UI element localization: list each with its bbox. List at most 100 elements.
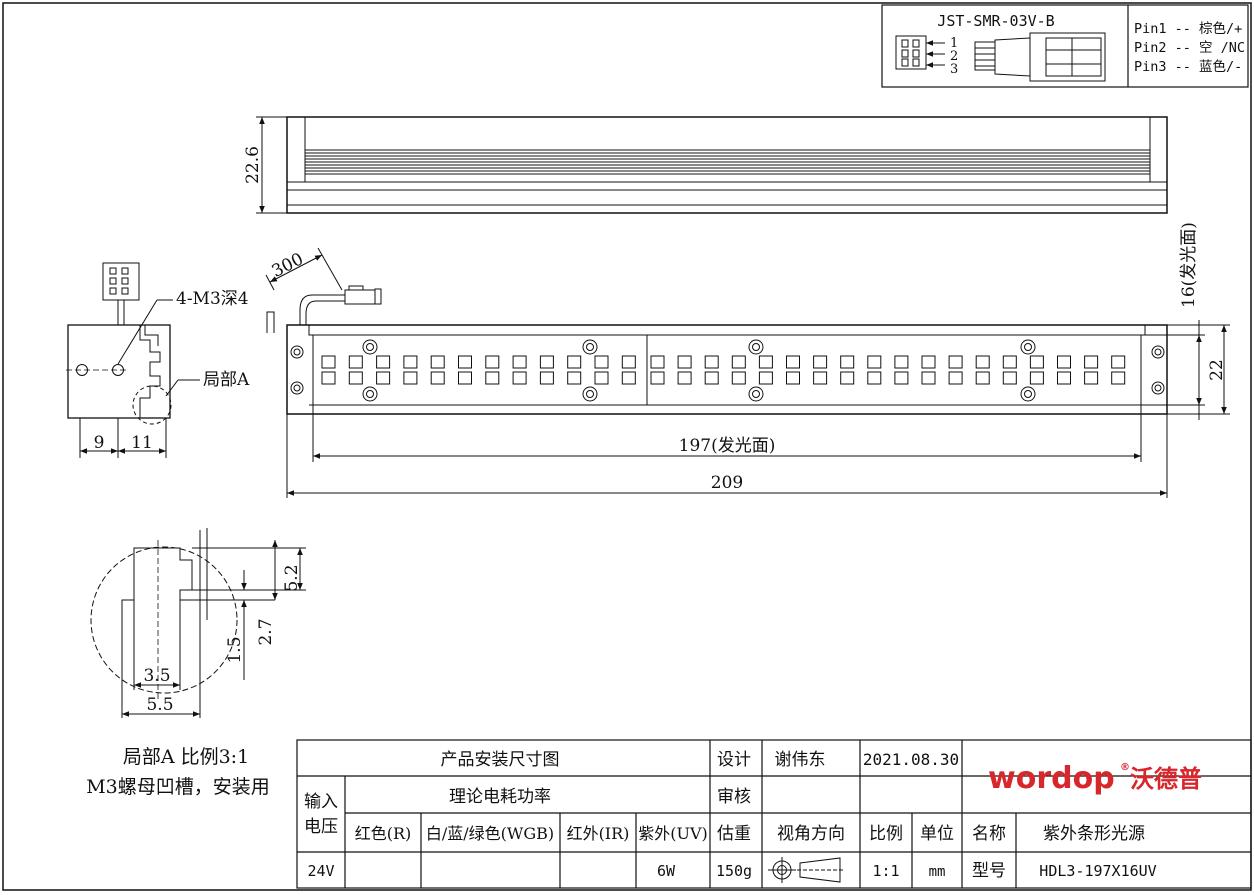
tb-view-label: 视角方向 xyxy=(777,824,845,844)
led-chip xyxy=(430,355,445,369)
tb-design-label: 设计 xyxy=(717,750,751,770)
led-chip xyxy=(1029,355,1044,369)
tb-model-value: HDL3-197X16UV xyxy=(1039,862,1156,880)
led-chip xyxy=(594,371,609,385)
led-chip xyxy=(786,371,800,385)
led-chip xyxy=(348,371,363,385)
led-chip xyxy=(403,371,418,385)
front-view xyxy=(266,285,1168,415)
thread-label: 4-M3深4 xyxy=(176,289,249,309)
connector-face-icon xyxy=(895,35,945,70)
led-chip xyxy=(650,371,665,385)
tb-scale-label: 比例 xyxy=(869,824,903,844)
led-chip xyxy=(1111,355,1126,369)
tb-designer: 谢伟东 xyxy=(775,750,826,770)
end-view xyxy=(66,262,200,425)
led-chip xyxy=(512,371,527,385)
tb-voltage-label-1: 输入 xyxy=(304,792,338,812)
tb-unit-label: 单位 xyxy=(920,824,954,844)
led-chip xyxy=(758,371,773,385)
detail-callout-label: 局部A xyxy=(203,370,250,390)
tb-col-red: 红色(R) xyxy=(355,824,412,843)
dim-hole-b-label: 11 xyxy=(131,433,153,453)
led-chip xyxy=(894,371,909,385)
dim-lengths xyxy=(286,405,1168,498)
pin-3-desc: Pin3 -- 蓝色/- xyxy=(1134,58,1242,75)
dim-emit-height-label: 16(发光面) xyxy=(1179,222,1199,308)
led-chip xyxy=(975,371,990,385)
tb-uv-power: 6W xyxy=(657,862,676,880)
dim-right-heights xyxy=(1145,320,1230,420)
side-view xyxy=(286,116,1168,214)
dim-detail-h2: 2.7 xyxy=(256,618,276,645)
led-chip xyxy=(1002,371,1017,385)
led-chip xyxy=(731,355,746,369)
led-chip xyxy=(975,355,990,369)
tb-name-label: 名称 xyxy=(972,824,1006,844)
led-chip xyxy=(376,355,391,369)
detail-note-line1: 局部A 比例3:1 xyxy=(123,746,249,768)
led-chip xyxy=(567,355,582,369)
led-chip xyxy=(485,371,500,385)
led-chip xyxy=(430,371,445,385)
led-chip xyxy=(867,355,882,369)
title-block xyxy=(296,739,1252,889)
dim-total-length-label: 209 xyxy=(711,473,743,493)
led-chip xyxy=(921,355,936,369)
led-chip xyxy=(1084,371,1099,385)
tb-col-ir: 红外(IR) xyxy=(567,824,630,843)
connector-box: JST-SMR-03V-B 1 2 3 xyxy=(881,4,1249,88)
led-chip xyxy=(677,371,692,385)
dim-cable-label: 300 xyxy=(269,249,307,282)
tb-date: 2021.08.30 xyxy=(863,750,959,769)
led-chip xyxy=(376,371,391,385)
tb-voltage-label-2: 电压 xyxy=(304,817,338,837)
led-chip xyxy=(677,355,692,369)
tb-power-label: 理论电耗功率 xyxy=(449,787,551,807)
tb-model-label: 型号 xyxy=(972,861,1006,881)
led-chip xyxy=(813,371,828,385)
led-chip xyxy=(840,371,855,385)
tb-voltage-value: 24V xyxy=(307,862,334,880)
led-chip xyxy=(1111,371,1126,385)
brand-registered: ® xyxy=(1120,762,1130,773)
pin-number-3: 3 xyxy=(950,62,958,77)
led-chip xyxy=(539,371,554,385)
connector-plug-icon xyxy=(974,32,1106,82)
tb-review-label: 审核 xyxy=(717,787,751,807)
led-chip xyxy=(1084,355,1099,369)
led-chip xyxy=(786,355,800,369)
led-chip xyxy=(1057,371,1071,385)
tb-unit-value: mm xyxy=(929,864,946,880)
dim-side-height xyxy=(256,116,287,214)
led-chip xyxy=(758,355,773,369)
dim-cable-length xyxy=(265,247,343,291)
pin-1-desc: Pin1 -- 棕色/+ xyxy=(1134,20,1242,37)
connector-part-no: JST-SMR-03V-B xyxy=(937,12,1054,30)
pin-number-1: 1 xyxy=(950,36,958,51)
led-chip xyxy=(621,355,636,369)
led-chip xyxy=(840,355,855,369)
tb-title: 产品安装尺寸图 xyxy=(441,750,560,770)
led-chip xyxy=(621,371,636,385)
led-chip xyxy=(321,371,336,385)
led-chip xyxy=(1002,355,1017,369)
dim-hole-a-label: 9 xyxy=(94,433,105,453)
led-chip xyxy=(948,355,963,369)
dim-side-height-label: 22.6 xyxy=(243,146,263,184)
pin-2-desc: Pin2 -- 空 /NC xyxy=(1134,40,1245,56)
brand-wordmark: wordop xyxy=(988,761,1115,796)
led-chip xyxy=(650,355,665,369)
dim-total-height-label: 22 xyxy=(1207,359,1227,381)
projection-symbol-icon xyxy=(768,857,844,883)
dim-detail-w1: 3.5 xyxy=(143,666,170,686)
detail-a-view xyxy=(90,528,306,718)
tb-weight-value: 150g xyxy=(716,862,752,880)
led-chip xyxy=(867,371,882,385)
dim-detail-h1: 5.2 xyxy=(282,564,302,591)
tb-weight-label: 估重 xyxy=(717,824,751,844)
detail-note-line2: M3螺母凹槽，安装用 xyxy=(86,776,270,798)
tb-scale-value: 1:1 xyxy=(872,862,899,880)
